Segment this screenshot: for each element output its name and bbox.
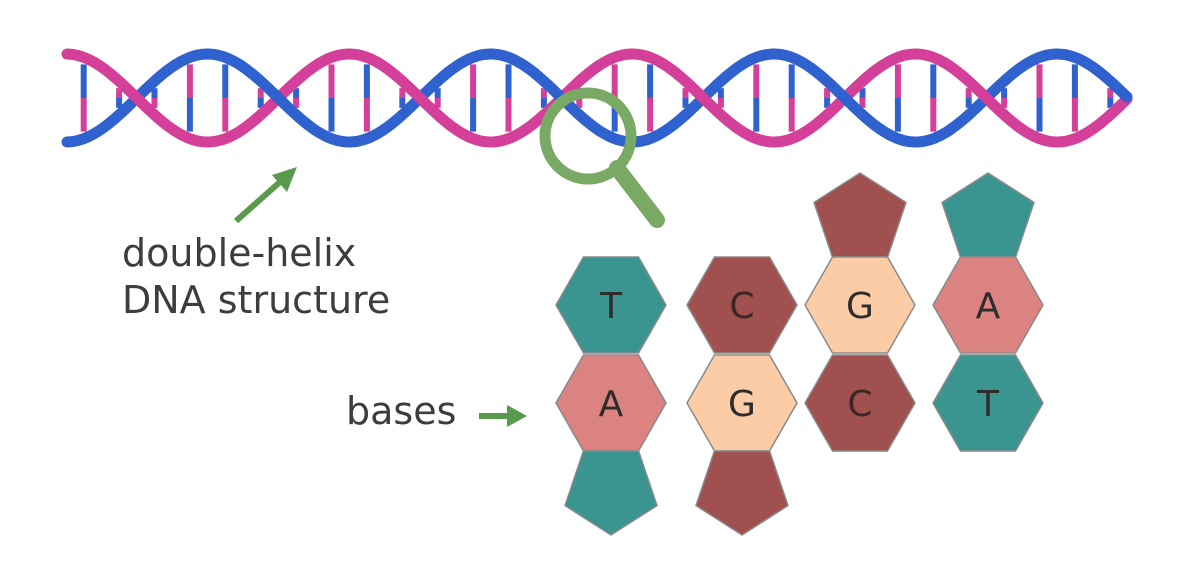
base-pair: CG (686, 256, 798, 536)
helix-strand (344, 48, 497, 148)
helix-strand (769, 48, 922, 148)
base-hexagon (932, 256, 1044, 354)
base-letter: T (976, 384, 1000, 425)
base-letter: C (847, 384, 872, 425)
sugar-pentagon (695, 450, 789, 536)
base-hexagon (804, 256, 916, 354)
helix-strand (1052, 48, 1133, 103)
helix-rungs (80, 64, 1114, 132)
double-helix (61, 48, 1133, 148)
base-pair: TA (555, 256, 667, 536)
helix-strand (627, 48, 780, 148)
helix-strand (1052, 93, 1133, 148)
base-hexagon (555, 256, 667, 354)
sugar-pentagon (941, 172, 1035, 258)
base-hexagon (804, 354, 916, 452)
bases-label: bases (346, 389, 457, 433)
base-hexagon (686, 256, 798, 354)
double-helix-label-line1: double-helix (122, 231, 357, 275)
sugar-pentagon (813, 172, 907, 258)
base-letter: G (846, 286, 874, 327)
double-helix-label: double-helix DNA structure (122, 230, 390, 324)
bases-arrow-icon (479, 405, 527, 427)
base-letter: G (728, 384, 756, 425)
base-hexagon (932, 354, 1044, 452)
base-letter: C (729, 286, 754, 327)
sugar-pentagon (564, 450, 658, 536)
base-letter: A (976, 286, 1001, 327)
helix-strand (61, 48, 214, 148)
base-letter: A (599, 384, 624, 425)
base-pair: GC (804, 172, 916, 452)
helix-strand (910, 48, 1063, 148)
helix-strands (61, 48, 1133, 148)
double-helix-label-line2: DNA structure (122, 278, 391, 322)
magnifier-icon (539, 87, 665, 228)
helix-arrow-icon (234, 167, 297, 224)
base-letter: T (599, 286, 623, 327)
helix-strand (202, 48, 355, 148)
base-pair: AT (932, 172, 1044, 452)
